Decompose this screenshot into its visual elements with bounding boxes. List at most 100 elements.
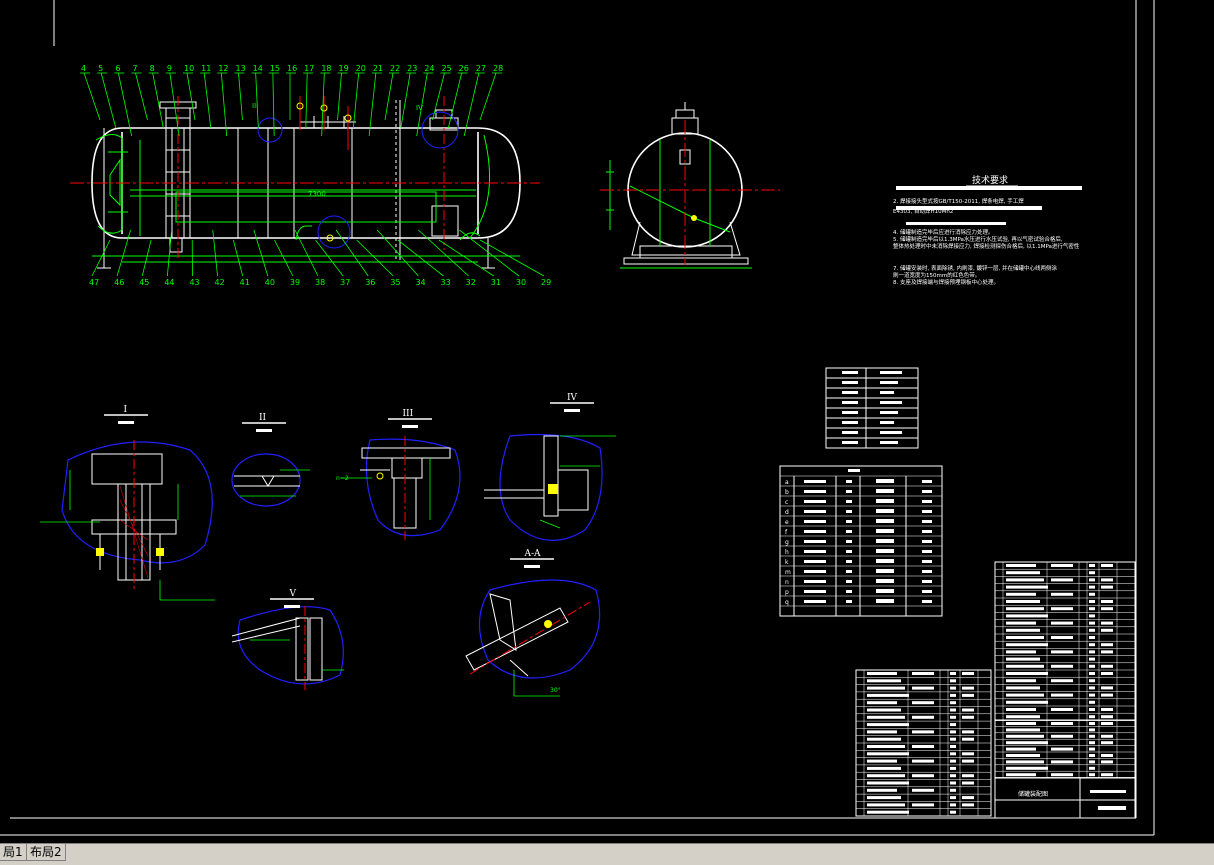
parts-list (855, 561, 1136, 819)
nozzle-row-label: a (785, 479, 789, 486)
balloon-bottom: 41 (240, 278, 250, 287)
nozzle-row-label: c (785, 499, 788, 506)
nozzle-row-label: e (785, 519, 789, 526)
balloon-top: 7 (133, 64, 138, 73)
section-title: I (124, 405, 128, 415)
balloon-top: 18 (321, 64, 331, 73)
section-title: V (289, 589, 297, 599)
tech-line: 5. 储罐制造完毕后以1.3MPa水压进行水压试验, 再以气密试验合格后, (893, 235, 1063, 243)
drawing-frame (0, 0, 1155, 836)
balloon-top: 21 (373, 64, 383, 73)
balloon-top: 11 (201, 64, 211, 73)
balloon-top: 27 (476, 64, 486, 73)
balloon-top: 4 (81, 64, 86, 73)
tech-line: 刷一道宽度为150mm的红色色带。 (893, 271, 980, 279)
balloon-top: 13 (236, 64, 246, 73)
title-block-name: 储罐装配图 (1018, 790, 1048, 798)
balloon-top: 20 (356, 64, 366, 73)
n-label-iii: n=2 (336, 475, 349, 482)
balloon-top: 8 (150, 64, 155, 73)
nozzle-row-label: g (785, 539, 789, 546)
balloon-top: 12 (218, 64, 228, 73)
balloon-numbers-bottom: 47 46 45 44 43 42 41 40 39 38 37 36 35 34 33 32 31 30 29 (89, 278, 551, 287)
detail-iv (484, 433, 616, 541)
balloon-bottom: 40 (265, 278, 275, 287)
detail-v (231, 606, 344, 690)
section-marker-iii: III (252, 102, 258, 110)
balloon-top: 28 (493, 64, 503, 73)
vessel-elevation-view: 4567891011121314151617181920212223242526… (70, 64, 551, 287)
section-title: IV (567, 393, 578, 403)
balloon-bottom: 38 (315, 278, 325, 287)
balloon-top: 22 (390, 64, 400, 73)
tech-line: 7. 储罐安装时, 表面除锈, 内刷漆, 鍍锌一层, 并在储罐中心线两侧涂 (893, 264, 1057, 272)
nozzle-row-label: f (785, 529, 788, 536)
nozzle-row-label: p (785, 589, 789, 596)
balloon-bottom: 33 (441, 278, 451, 287)
balloon-bottom: 43 (189, 278, 199, 287)
balloon-bottom: 32 (466, 278, 476, 287)
balloon-bottom: 46 (114, 278, 124, 287)
tab-layout-2[interactable]: 布局2 (26, 844, 66, 861)
balloon-bottom: 39 (290, 278, 300, 287)
balloon-top: 5 (98, 64, 103, 73)
nozzle-row-label: d (785, 509, 789, 516)
balloon-bottom: 36 (365, 278, 375, 287)
vessel-end-view (600, 102, 780, 269)
balloon-top: 14 (253, 64, 263, 73)
balloon-top: 25 (442, 64, 452, 73)
section-title: II (259, 413, 267, 423)
balloon-bottom: 44 (164, 278, 174, 287)
technical-requirements: 技术要求 2. 焊接接头型式按GB/T150-2011, 焊条电焊, 手工焊 E4… (893, 174, 1082, 286)
balloon-bottom: 31 (491, 278, 501, 287)
tech-line: E4303, 自动焊H10Mn2 (893, 207, 953, 215)
layout-tab-bar: 局1 布局2 (0, 843, 1214, 865)
tech-title: 技术要求 (972, 174, 1008, 186)
detail-a-a: 30° (465, 579, 601, 697)
nozzle-row-label: b (785, 489, 789, 496)
detail-i (40, 440, 215, 601)
design-data-table (825, 367, 919, 449)
balloon-top: 17 (304, 64, 314, 73)
balloon-bottom: 37 (340, 278, 350, 287)
balloon-bottom: 45 (139, 278, 149, 287)
tech-line: 4. 储罐制造完毕后应进行消除应力处理。 (893, 228, 994, 236)
balloon-top: 16 (287, 64, 297, 73)
nozzle-row-label: k (785, 559, 789, 566)
balloon-top: 19 (339, 64, 349, 73)
section-title: III (403, 409, 414, 419)
balloon-bottom: 29 (541, 278, 551, 287)
detail-ii (231, 453, 310, 507)
balloon-bottom: 35 (390, 278, 400, 287)
section-title: A-A (524, 549, 542, 559)
nozzle-row-label: m (785, 569, 791, 576)
tech-line: 2. 焊接接头型式按GB/T150-2011, 焊条电焊, 手工焊 (893, 197, 1024, 205)
balloon-top: 24 (424, 64, 434, 73)
nozzle-row-label: n (785, 579, 789, 586)
balloon-top: 23 (407, 64, 417, 73)
cad-drawing: 4567891011121314151617181920212223242526… (0, 0, 1155, 836)
nozzle-row-label: q (785, 599, 789, 606)
detail-iii: n=2 (336, 436, 461, 540)
balloon-bottom: 34 (415, 278, 425, 287)
tab-layout-1[interactable]: 局1 (0, 844, 27, 861)
tech-text-lines: 2. 焊接接头型式按GB/T150-2011, 焊条电焊, 手工焊 E4303, … (893, 197, 1080, 286)
balloon-top: 6 (115, 64, 120, 73)
balloon-bottom: 30 (516, 278, 526, 287)
balloon-top: 15 (270, 64, 280, 73)
section-marker-iv: IV (416, 104, 423, 112)
overall-length-dim: 7300 (308, 190, 326, 198)
tech-line: 整体热处理时中未消除焊接应力, 焊接检测探伤合格后, 以1.1MPa进行气密性 (893, 242, 1080, 250)
balloon-top: 26 (459, 64, 469, 73)
balloon-numbers-top: 4 5 6 7 8 9 10 11 12 13 14 15 16 17 18 19 20 21 22 23 24 25 26… (81, 64, 503, 73)
balloon-top: 9 (167, 64, 172, 73)
nozzle-row-label: h (785, 549, 789, 556)
balloon-bottom: 47 (89, 278, 99, 287)
balloon-top: 10 (184, 64, 194, 73)
balloon-bottom: 42 (215, 278, 225, 287)
tech-line: 8. 支座及焊接端与焊接预埋钢板中心处理。 (893, 278, 999, 286)
angle-label: 30° (550, 687, 561, 694)
